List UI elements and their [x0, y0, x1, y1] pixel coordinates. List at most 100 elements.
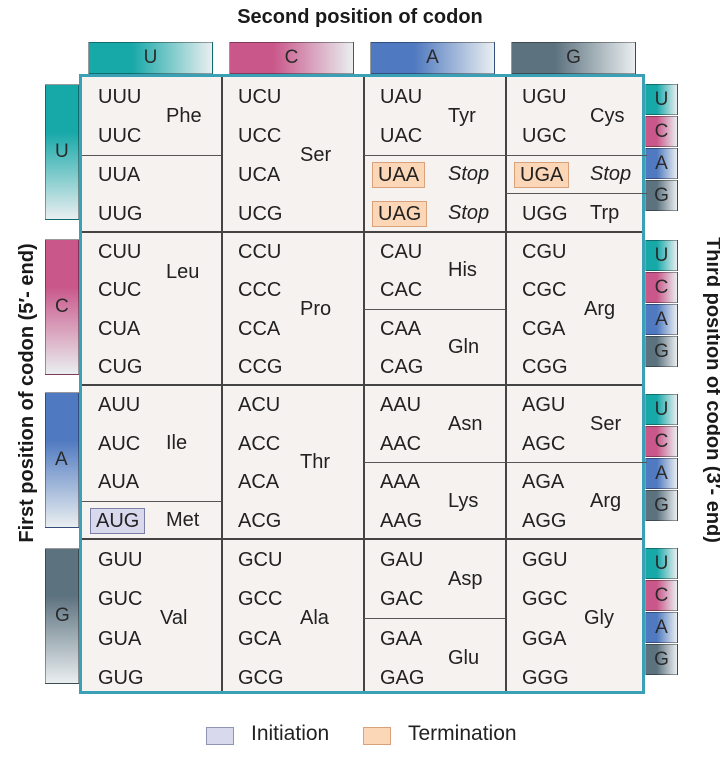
codon-text: UGA	[514, 161, 570, 188]
first-position-title: First position of codon (5′- end)	[16, 243, 38, 543]
codon-text: GUC	[98, 588, 143, 611]
codon-gag: GAG	[380, 666, 424, 690]
codon-text: UAC	[380, 125, 423, 148]
codon-guu: GUU	[98, 548, 142, 572]
amino-acid-tyr: Tyr	[448, 104, 476, 127]
third-position-title: Third position of codon (3′- end)	[702, 237, 720, 543]
codon-text: UCG	[238, 202, 283, 225]
amino-acid-gly: Gly	[584, 607, 614, 629]
codon-uau: UAU	[380, 85, 422, 109]
codon-text: UCA	[238, 163, 281, 186]
amino-acid-lys: Lys	[448, 489, 479, 512]
codon-text: GCG	[238, 667, 284, 690]
codon-text: ACG	[238, 509, 282, 532]
codon-text: UUU	[98, 86, 142, 109]
amino-acid-ser: Ser	[590, 412, 622, 435]
codon-aac: AAC	[380, 432, 421, 456]
codon-text: AAA	[380, 471, 421, 494]
codon-gcu: GCU	[238, 548, 282, 572]
amino-acid-thr: Thr	[300, 451, 330, 473]
first-base-tab-u: U	[45, 84, 79, 220]
codon-text: CGA	[522, 317, 566, 340]
codon-text: UAA	[372, 161, 426, 188]
codon-text: CGG	[522, 355, 568, 378]
group-divider	[364, 308, 505, 310]
codon-text: CCG	[238, 355, 283, 378]
codon-cca: CCA	[238, 317, 280, 341]
amino-acid-ile: Ile	[166, 431, 188, 454]
codon-agc: AGC	[522, 432, 565, 456]
codon-text: CUG	[98, 355, 143, 378]
termination-swatch	[363, 727, 391, 745]
codon-uua: UUA	[98, 163, 140, 187]
third-base-tab-c: C	[645, 580, 678, 611]
amino-acid-his: His	[448, 259, 477, 282]
codon-text: AAG	[380, 509, 423, 532]
third-base-tab-g: G	[645, 336, 678, 367]
codon-cuc: CUC	[98, 278, 141, 302]
codon-cgg: CGG	[522, 355, 568, 379]
amino-acid-stop: Stop	[448, 162, 490, 185]
codon-uca: UCA	[238, 163, 280, 187]
codon-text: CGU	[522, 241, 567, 264]
third-base-tab-u: U	[645, 240, 678, 271]
codon-uuu: UUU	[98, 85, 141, 109]
codon-text: AAU	[380, 394, 422, 417]
codon-text: AUA	[98, 471, 140, 494]
codon-text: GCU	[238, 548, 283, 571]
codon-cgu: CGU	[522, 240, 566, 264]
group-divider	[506, 154, 647, 156]
group-divider	[364, 154, 505, 156]
codon-text: UAG	[372, 200, 428, 227]
codon-text: GCA	[238, 627, 282, 650]
codon-auc: AUC	[98, 432, 140, 456]
codon-gca: GCA	[238, 627, 281, 651]
codon-text: UGU	[522, 86, 567, 109]
first-base-tab-g: G	[45, 548, 79, 684]
codon-ugg: UGG	[522, 202, 568, 226]
third-base-tab-a: A	[645, 458, 678, 489]
codon-cgc: CGC	[522, 278, 566, 302]
codon-ccc: CCC	[238, 278, 281, 302]
amino-acid-arg: Arg	[584, 297, 616, 320]
codon-aaa: AAA	[380, 470, 420, 494]
amino-acid-ala: Ala	[300, 607, 329, 629]
codon-ucc: UCC	[238, 124, 281, 148]
codon-uag: UAG	[372, 200, 428, 227]
second-base-tab-c: C	[229, 42, 354, 74]
amino-acid-arg: Arg	[590, 489, 622, 512]
amino-acid-gln: Gln	[448, 335, 480, 358]
third-base-tab-g: G	[645, 490, 678, 521]
codon-aga: AGA	[522, 470, 564, 494]
codon-text: CUC	[98, 279, 142, 302]
codon-auu: AUU	[98, 393, 140, 417]
group-divider	[82, 500, 221, 502]
codon-ggc: GGC	[522, 587, 568, 611]
codon-text: CCU	[238, 241, 282, 264]
amino-acid-val: Val	[160, 607, 188, 629]
codon-cac: CAC	[380, 278, 422, 302]
codon-text: GUG	[98, 667, 144, 690]
codon-acg: ACG	[238, 509, 281, 533]
group-divider	[82, 154, 221, 156]
group-divider	[364, 618, 505, 619]
codon-text: GGA	[522, 627, 567, 650]
amino-acid-phe: Phe	[166, 104, 202, 127]
codon-gau: GAU	[380, 548, 423, 572]
amino-acid-stop: Stop	[448, 201, 490, 224]
third-base-tab-a: A	[645, 612, 678, 643]
codon-text: AUU	[98, 394, 141, 417]
codon-text: UCC	[238, 125, 282, 148]
codon-cau: CAU	[380, 240, 422, 264]
codon-gac: GAC	[380, 587, 423, 611]
codon-gua: GUA	[98, 627, 141, 651]
codon-uuc: UUC	[98, 124, 141, 148]
codon-uug: UUG	[98, 202, 142, 226]
codon-cug: CUG	[98, 355, 142, 379]
codon-text: AGG	[522, 509, 567, 532]
codon-ggu: GGU	[522, 548, 568, 572]
codon-aca: ACA	[238, 470, 279, 494]
codon-text: GGC	[522, 588, 568, 611]
codon-text: UCU	[238, 86, 282, 109]
codon-text: GGG	[522, 667, 569, 690]
